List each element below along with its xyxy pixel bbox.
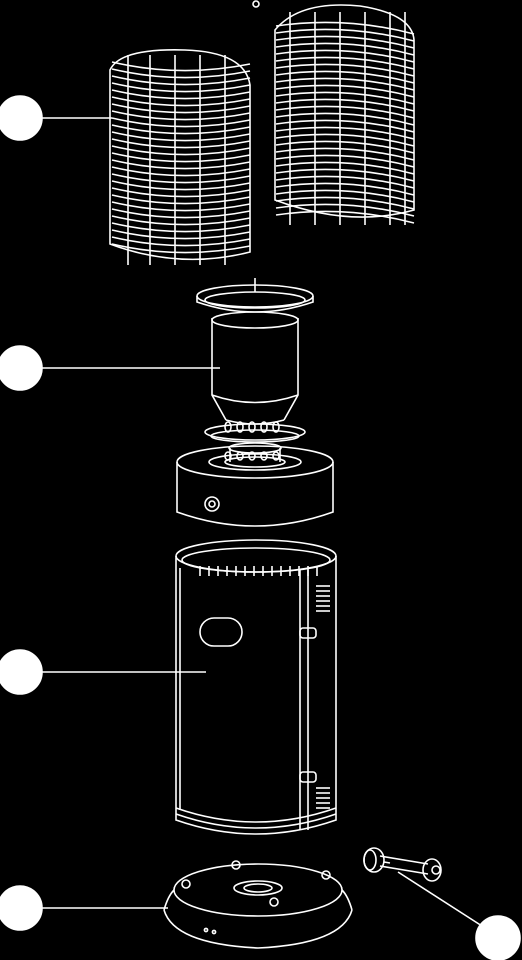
callout-marker [0, 95, 43, 141]
callout-regulator [397, 871, 521, 960]
callout-marker [0, 649, 43, 695]
top-pin [252, 0, 260, 8]
gas-regulator [363, 847, 442, 882]
cylinder-housing [175, 539, 337, 835]
callout-housing [0, 649, 206, 695]
wire-guard-right [274, 4, 415, 225]
handle-slot [199, 617, 243, 647]
burner-assembly [196, 278, 314, 461]
callout-base [0, 885, 168, 931]
callout-marker [475, 915, 521, 960]
callout-burner [0, 345, 220, 391]
callouts [0, 95, 521, 960]
callout-guard [0, 95, 112, 141]
control-collar [176, 442, 334, 527]
control-knob-icon [204, 496, 220, 512]
callout-marker [0, 885, 43, 931]
base-plate [163, 860, 353, 949]
callout-marker [0, 345, 43, 391]
wire-guard-left [109, 49, 251, 265]
